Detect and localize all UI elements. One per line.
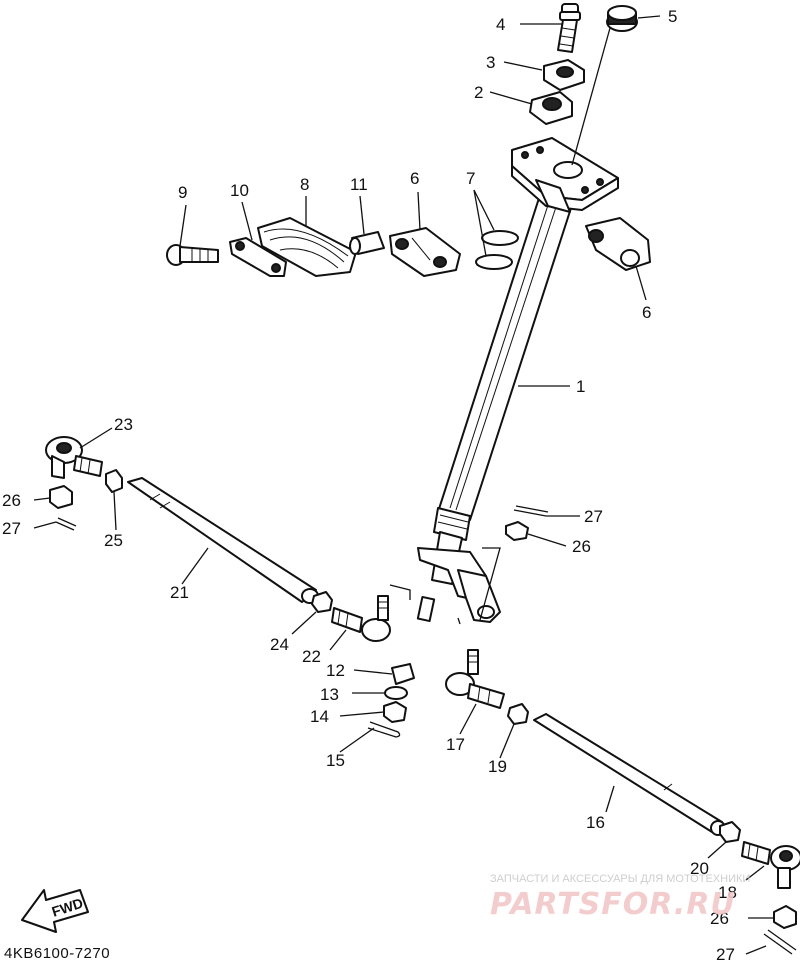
callout-labels: 4 5 3 2 1 9 10 8 11 6 7 6 23 26 27 25 21… xyxy=(2,7,737,963)
callout-7: 7 xyxy=(466,169,475,188)
nut-25 xyxy=(105,469,123,493)
nut-24 xyxy=(311,591,333,613)
clamp-3 xyxy=(543,59,585,91)
watermark-tagline: ЗАПЧАСТИ И АКСЕССУАРЫ ДЛЯ МОТОТЕХНИКИ xyxy=(490,873,750,885)
nut-14 xyxy=(383,701,407,723)
clamp-2 xyxy=(529,91,573,125)
rod-end-22 xyxy=(331,595,391,642)
lock-plate-10 xyxy=(229,237,287,277)
nut-26-right-lower xyxy=(773,905,797,929)
callout-14: 14 xyxy=(310,707,329,726)
callout-19: 19 xyxy=(488,757,507,776)
leader-lines xyxy=(33,15,774,955)
pin-15 xyxy=(367,721,401,738)
callout-26-right-lower: 26 xyxy=(710,909,729,928)
callout-16: 16 xyxy=(586,813,605,832)
plate-8 xyxy=(257,217,357,277)
washer-12 xyxy=(391,663,415,685)
bushing-7 xyxy=(475,230,519,270)
axis-line-top xyxy=(571,27,611,166)
callout-6-right: 6 xyxy=(642,303,651,322)
callout-26-right-upper: 26 xyxy=(572,537,591,556)
callout-17: 17 xyxy=(446,735,465,754)
nut-26-right-upper xyxy=(505,521,529,541)
callout-27-right-upper: 27 xyxy=(584,507,603,526)
callout-20: 20 xyxy=(690,859,709,878)
washer-13 xyxy=(384,686,408,700)
pin-27-right-lower xyxy=(763,929,797,955)
pin-27-right-upper xyxy=(513,505,549,517)
callout-10: 10 xyxy=(230,181,249,200)
bolt-4 xyxy=(557,3,581,53)
rod-end-23 xyxy=(45,436,103,479)
callout-26-left: 26 xyxy=(2,491,21,510)
callout-12: 12 xyxy=(326,661,345,680)
steering-column xyxy=(389,137,619,625)
callout-18: 18 xyxy=(718,883,737,902)
callout-6-left: 6 xyxy=(410,169,419,188)
callout-22: 22 xyxy=(302,647,321,666)
tie-rod-16 xyxy=(533,713,726,836)
diagram-code: 4KB6100-7270 xyxy=(4,945,110,962)
callout-15: 15 xyxy=(326,751,345,770)
rod-end-18 xyxy=(741,841,800,889)
callout-25: 25 xyxy=(104,531,123,550)
callout-13: 13 xyxy=(320,685,339,704)
callout-4: 4 xyxy=(496,15,505,34)
nut-26-left xyxy=(49,485,73,509)
callout-24: 24 xyxy=(270,635,289,654)
callout-21: 21 xyxy=(170,583,189,602)
watermark: ЗАПЧАСТИ И АКСЕССУАРЫ ДЛЯ МОТОТЕХНИКИ PA… xyxy=(490,873,750,922)
callout-5: 5 xyxy=(668,7,677,26)
callout-11: 11 xyxy=(350,175,368,194)
fwd-arrow: FWD xyxy=(21,889,89,933)
cap-5 xyxy=(606,5,638,32)
pin-27-left xyxy=(55,517,77,531)
collar-11 xyxy=(349,231,385,255)
bolt-9 xyxy=(166,244,219,266)
callout-23: 23 xyxy=(114,415,133,434)
nut-19 xyxy=(507,703,529,725)
rod-end-17 xyxy=(445,649,505,709)
watermark-logo: PARTSFOR.RU xyxy=(490,887,736,922)
holder-6-left xyxy=(389,227,461,277)
callout-27-right-lower: 27 xyxy=(716,945,735,963)
callout-27-left: 27 xyxy=(2,519,21,538)
nut-20 xyxy=(719,821,741,843)
callout-1: 1 xyxy=(576,377,585,396)
callout-2: 2 xyxy=(474,83,483,102)
callout-3: 3 xyxy=(486,53,495,72)
callout-9: 9 xyxy=(178,183,187,202)
tie-rod-21 xyxy=(127,477,319,604)
callout-8: 8 xyxy=(300,175,309,194)
holder-6-right xyxy=(585,217,651,271)
